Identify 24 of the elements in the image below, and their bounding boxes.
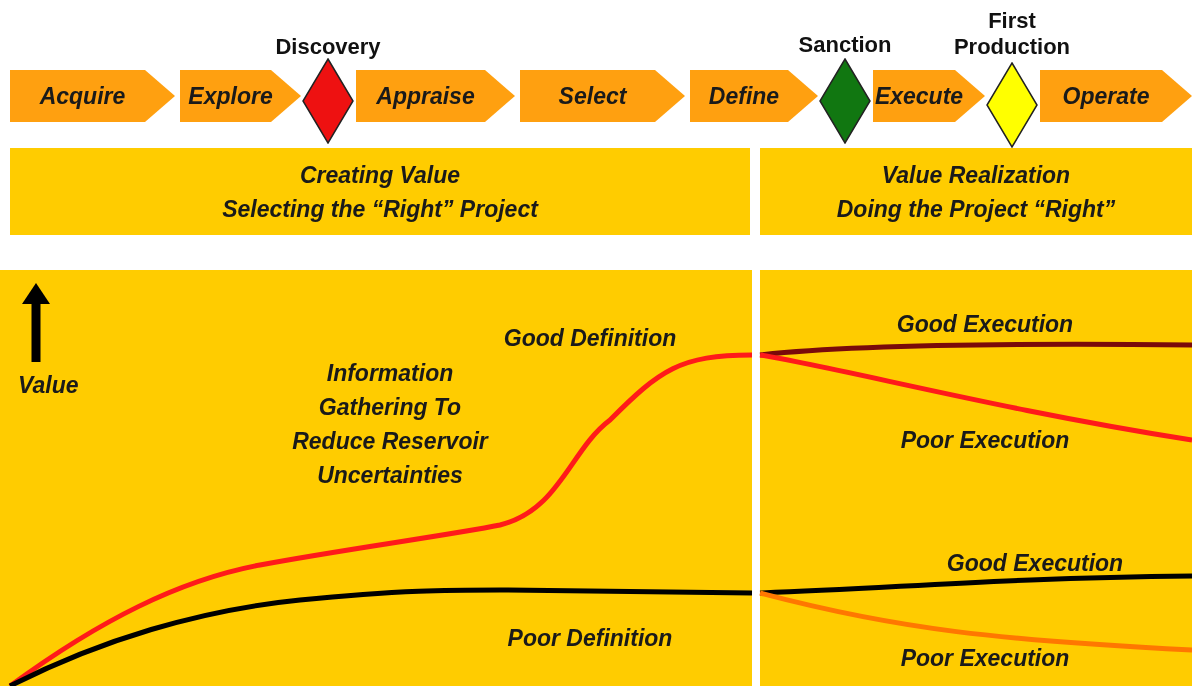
gate-label: First Production [952, 8, 1072, 60]
curve-label: Poor Execution [899, 644, 1071, 673]
phase-banner: Operate [1040, 70, 1192, 122]
gate-label: Sanction [797, 32, 893, 58]
band-title: Creating Value [299, 160, 461, 190]
phase-band [760, 148, 1192, 235]
curve-label: Good Definition [502, 324, 678, 353]
curve-label: Good Execution [895, 310, 1075, 339]
phase-banner: Select [520, 70, 685, 122]
curve-label: Poor Definition [506, 624, 674, 653]
band-title: Doing the Project “Right” [836, 194, 1116, 224]
phase-band [10, 148, 750, 235]
phase-banner: Acquire [10, 70, 175, 122]
phase-banner: Define [690, 70, 818, 122]
curve-label: Good Execution [945, 549, 1125, 578]
phase-banner: Explore [180, 70, 301, 122]
curve-label: Poor Execution [899, 426, 1071, 455]
phase-banner: Appraise [356, 70, 515, 122]
annotation-text: Information Gathering To Reduce Reservoir Uncertainties [291, 359, 490, 490]
band-title: Selecting the “Right” Project [222, 194, 538, 224]
phase-banner: Execute [873, 70, 985, 122]
axis-label: Value [18, 371, 80, 400]
band-title: Value Realization [881, 160, 1071, 190]
gate-label: Discovery [274, 34, 382, 60]
